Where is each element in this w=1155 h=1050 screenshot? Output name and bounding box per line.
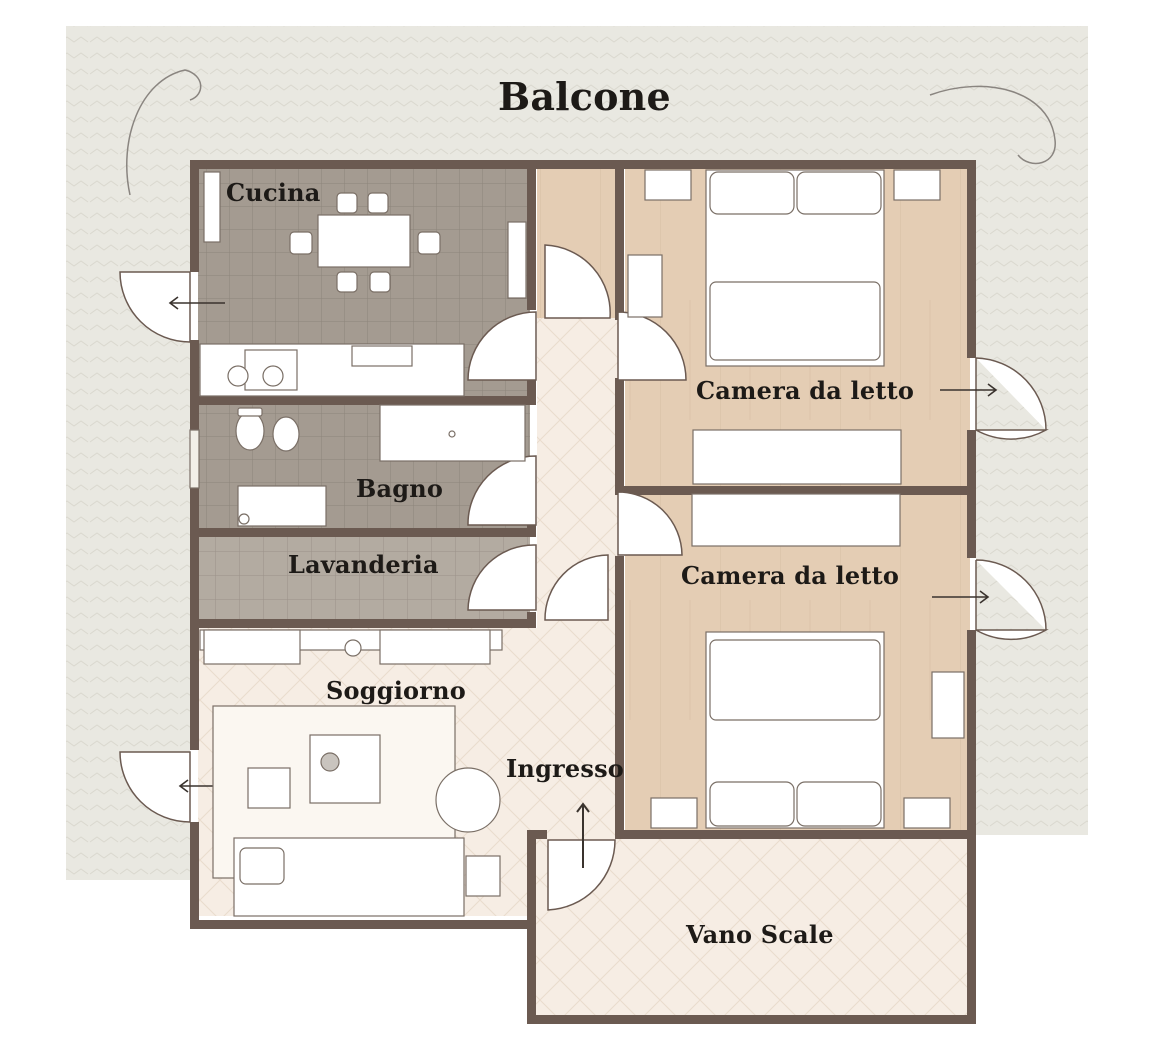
nightstand [650, 797, 698, 829]
bathtub-drain [448, 430, 456, 438]
pillow [796, 171, 882, 215]
chair [289, 231, 313, 255]
corridor-top-door-swing [544, 244, 611, 319]
balcony-swirl-right [929, 85, 1056, 165]
duvet [709, 281, 881, 361]
arrows [168, 296, 998, 868]
toilet [235, 411, 265, 451]
walls [190, 160, 976, 1024]
cucina-cabinet [203, 171, 221, 243]
sofa-side-table [465, 855, 501, 897]
chair [417, 231, 441, 255]
cooktop [351, 345, 413, 367]
cucina-exit-arrow-icon [168, 296, 225, 310]
nightstand [893, 169, 941, 201]
bathroom-window [189, 429, 200, 489]
footstool [247, 767, 291, 809]
camera-da-letto-2-label: Camera da letto [681, 561, 900, 590]
camera-1-door-swing [975, 357, 1049, 440]
balcony-swirl-left [126, 69, 202, 196]
nightstand [644, 169, 692, 201]
camera-2-inner-door-swing [617, 491, 683, 556]
vanity-items [238, 513, 250, 525]
lavanderia-label: Lavanderia [288, 550, 439, 579]
cucina-door-swing [119, 271, 191, 343]
furniture [189, 169, 965, 917]
sofa-cushion [239, 847, 285, 885]
nightstand [903, 797, 951, 829]
bedroom-desk [931, 671, 965, 739]
decor-bowl [344, 639, 362, 657]
camera-2-exit-arrow-icon [932, 590, 990, 604]
bathroom-vanity [237, 485, 327, 527]
bagno-label: Bagno [356, 474, 444, 503]
camera-2-door-swing [975, 559, 1049, 641]
ingresso-arrow-icon [576, 802, 590, 868]
entrance-door-swing [547, 839, 616, 911]
armchair [435, 767, 501, 833]
chair [367, 192, 389, 214]
kitchen-plant [227, 365, 249, 387]
sideboard-low [379, 629, 491, 665]
chair [336, 192, 358, 214]
vano-scale-label: Vano Scale [686, 920, 834, 949]
camera-da-letto-1-label: Camera da letto [696, 376, 915, 405]
toilet-tank [237, 407, 263, 417]
pillow [709, 171, 795, 215]
dining-table [317, 214, 411, 268]
cucina-label: Cucina [226, 178, 321, 207]
lavanderia-door-swing [467, 544, 537, 611]
ingresso-label: Ingresso [506, 754, 625, 783]
pillow [796, 781, 882, 827]
corridor-inner-door-swing [544, 554, 609, 621]
cucina-inner-door-swing [467, 311, 537, 381]
camera-1-exit-arrow-icon [940, 383, 998, 397]
soggiorno-door-swing [119, 751, 191, 823]
doors [119, 244, 1049, 911]
cucina-side-counter [507, 221, 527, 299]
plant-on-table [320, 752, 340, 772]
kitchen-bowl [262, 365, 284, 387]
tv-console [203, 629, 301, 665]
duvet [709, 639, 881, 721]
wardrobe-1 [692, 429, 902, 485]
soggiorno-label: Soggiorno [326, 676, 466, 705]
balcone-label: Balcone [498, 74, 671, 119]
chair [369, 271, 391, 293]
pillow [709, 781, 795, 827]
bidet [272, 416, 300, 452]
bedroom-desk [627, 254, 663, 318]
coffee-table [309, 734, 381, 804]
chair [336, 271, 358, 293]
wardrobe-2 [691, 493, 901, 547]
